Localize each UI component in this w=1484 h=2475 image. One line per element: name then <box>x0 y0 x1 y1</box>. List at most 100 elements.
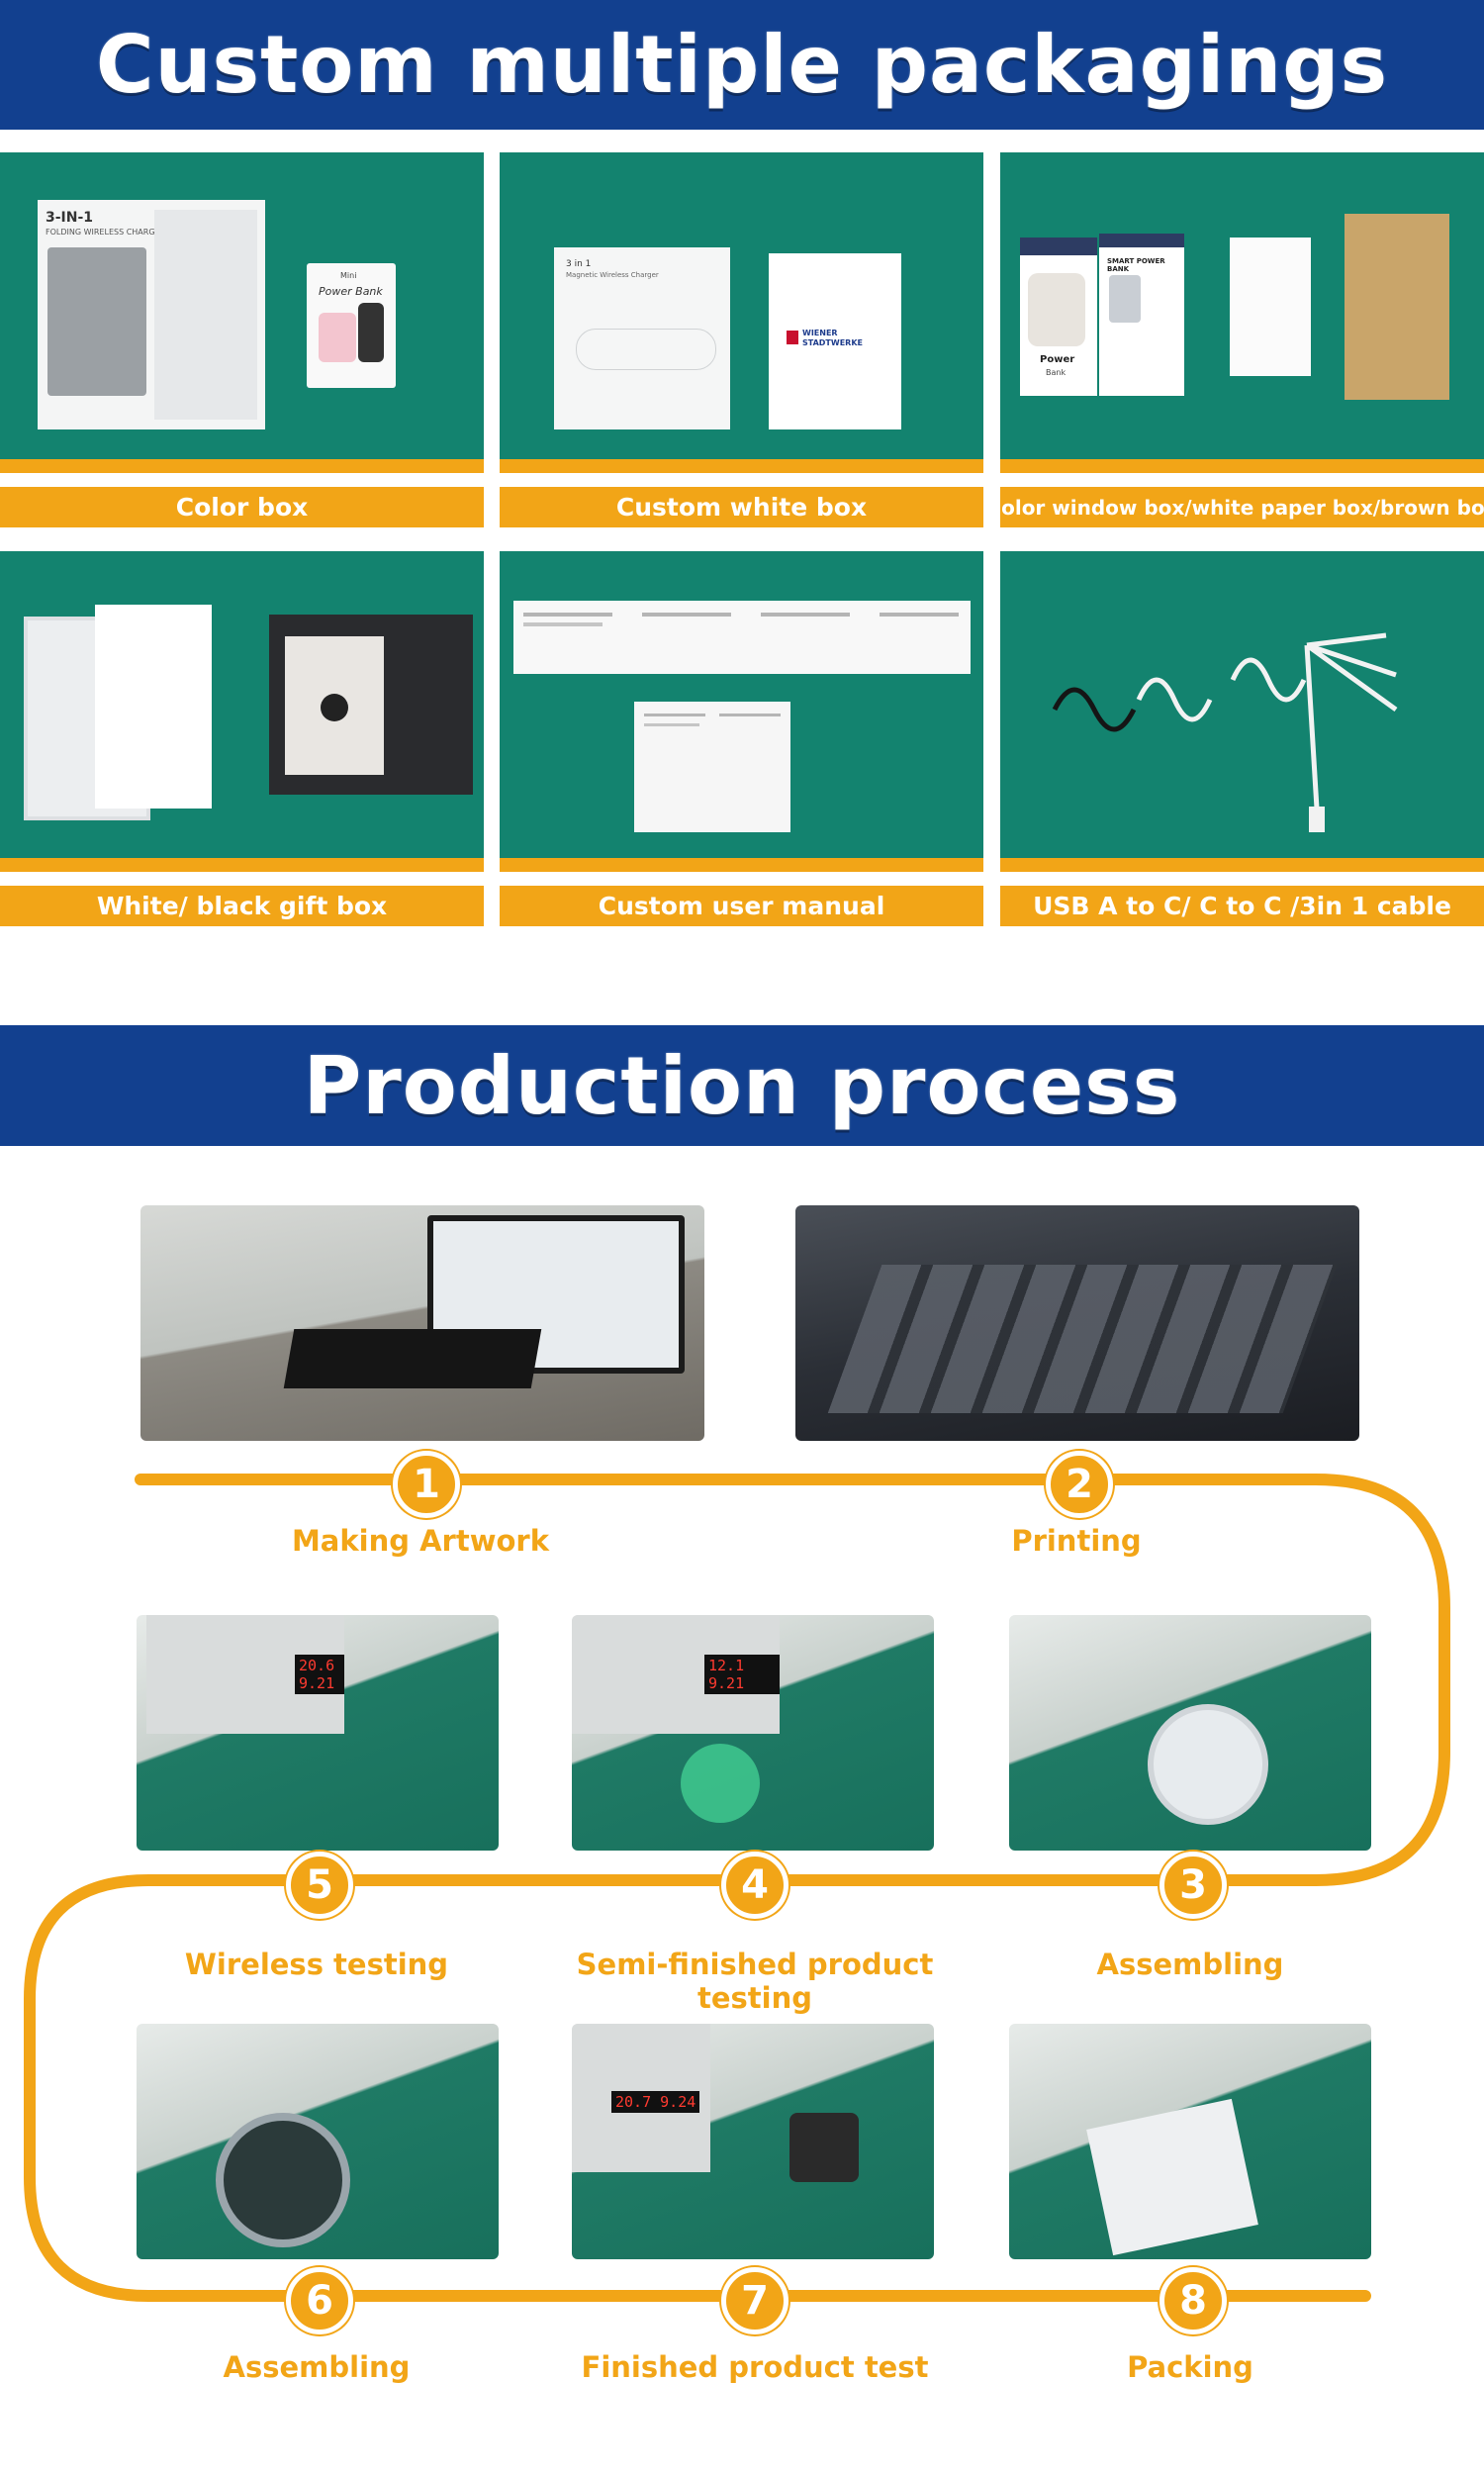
step-1-circle: 1 <box>393 1451 460 1518</box>
folding-charger-text: FOLDING WIRELESS CHARGER <box>46 228 166 237</box>
power-supply-image: 20.6 9.21 <box>146 1615 344 1734</box>
power-bank-device <box>1109 275 1141 323</box>
step-2-label: Printing <box>1011 1524 1142 1558</box>
manual-text-line <box>719 714 781 716</box>
cables-photo <box>1000 551 1484 872</box>
brand-logo-mark <box>787 331 798 344</box>
branded-white-box-image: WIENER STADTWERKE <box>769 253 901 429</box>
test-device-image <box>789 2113 859 2182</box>
white-box-photo: 3 in 1 Magnetic Wireless Charger WIENER … <box>500 152 983 473</box>
step-7-label: Finished product test <box>581 2350 929 2384</box>
manual-text-line <box>761 613 850 617</box>
packaging-banner: Custom multiple packagings <box>0 0 1484 130</box>
step-8-circle: 8 <box>1159 2267 1227 2334</box>
window-box-photo: Power Bank SMART POWER BANK <box>1000 152 1484 473</box>
white-paper-box <box>1230 238 1311 376</box>
printing-tray-image <box>827 1265 1338 1413</box>
production-title: Production process <box>303 1039 1181 1132</box>
production-banner: Production process <box>0 1025 1484 1146</box>
step-7-circle: 7 <box>721 2267 788 2334</box>
meter-current: 9.21 <box>299 1674 335 1692</box>
custom-white-box-label: Custom white box <box>500 487 983 527</box>
meter-current: 9.21 <box>708 1674 745 1692</box>
manual-text-line <box>644 723 699 726</box>
charger-pcb-image <box>681 1744 760 1823</box>
manual-text-line <box>880 613 959 617</box>
manual-text-line <box>642 613 731 617</box>
power-word-text: Power <box>1040 354 1075 365</box>
step-2-circle: 2 <box>1046 1451 1113 1518</box>
three-in-1-small-text: 3 in 1 <box>566 259 592 269</box>
cables-illustration <box>1052 632 1398 832</box>
step-1-label: Making Artwork <box>291 1524 550 1558</box>
mini-text: Mini <box>340 271 357 280</box>
step-5-photo: 20.6 9.21 <box>137 1615 499 1851</box>
smart-power-bank-box: SMART POWER BANK <box>1099 234 1184 396</box>
manual-text-line <box>523 622 603 626</box>
charger-box-image: 3-IN-1 FOLDING WIRELESS CHARGER <box>38 200 265 429</box>
manual-text-line <box>644 714 705 716</box>
user-manual-label: Custom user manual <box>500 886 983 926</box>
step-4-photo: 12.1 9.21 <box>572 1615 934 1851</box>
gift-box-photo <box>0 551 484 872</box>
color-box-photo: 3-IN-1 FOLDING WIRELESS CHARGER Mini Pow… <box>0 152 484 473</box>
step-5-label: Wireless testing <box>184 1948 449 1981</box>
step-5-circle: 5 <box>286 1852 353 1919</box>
folded-manual-image <box>634 702 790 832</box>
insert-cutout <box>321 694 348 721</box>
unfolded-manual-image <box>513 601 971 674</box>
step-2-photo <box>795 1205 1359 1441</box>
power-bank-window <box>1028 273 1085 346</box>
charger-shell-image <box>1148 1704 1268 1825</box>
power-supply-image: 12.1 9.21 <box>572 1615 780 1734</box>
meter-display: 12.1 9.21 <box>704 1655 780 1694</box>
power-bank-window-box: Power Bank <box>1020 238 1097 396</box>
packing-box-image <box>1086 2098 1258 2256</box>
power-supply-image: 20.7 9.24 <box>572 2024 710 2172</box>
step-6-circle: 6 <box>286 2267 353 2334</box>
step-3-photo <box>1009 1615 1371 1851</box>
packaging-title: Custom multiple packagings <box>95 19 1389 111</box>
step-4-circle: 4 <box>721 1852 788 1919</box>
stadtwerke-text: STADTWERKE <box>802 338 863 347</box>
meter-display: 20.7 9.24 <box>611 2091 700 2113</box>
pink-power-bank <box>319 313 356 362</box>
step-1-photo <box>140 1205 704 1441</box>
charger-assembly-image <box>216 2113 350 2247</box>
meter-current: 9.24 <box>660 2093 696 2111</box>
cable-label: USB A to C/ C to C /3in 1 cable <box>1000 886 1484 926</box>
step-6-photo <box>137 2024 499 2259</box>
manual-text-line <box>523 613 612 617</box>
gift-box-label: White/ black gift box <box>0 886 484 926</box>
window-box-label: Color window box/white paper box/brown b… <box>1000 487 1484 527</box>
charger-illustration <box>47 247 146 396</box>
user-manual-photo <box>500 551 983 872</box>
white-charger-box-image: 3 in 1 Magnetic Wireless Charger <box>554 247 730 429</box>
step-4-label: Semi-finished product testing <box>576 1948 934 2015</box>
white-lid-image <box>95 605 212 809</box>
three-in-one-text: 3-IN-1 <box>46 210 94 226</box>
step-8-label: Packing <box>1127 2350 1253 2384</box>
meter-voltage: 12.1 <box>708 1657 745 1674</box>
step-3-label: Assembling <box>1096 1948 1284 1981</box>
black-power-bank <box>358 303 384 362</box>
keyboard-image <box>283 1329 542 1388</box>
meter-display: 20.6 9.21 <box>295 1655 344 1694</box>
step-6-label: Assembling <box>223 2350 411 2384</box>
black-gift-box-image <box>269 615 473 795</box>
smart-power-bank-text: SMART POWER BANK <box>1107 257 1165 273</box>
brown-box <box>1345 214 1449 400</box>
power-bank-box-image: Mini Power Bank <box>307 263 396 388</box>
wiener-text: WIENER <box>802 329 838 337</box>
meter-voltage: 20.7 <box>615 2093 652 2111</box>
step-3-circle: 3 <box>1159 1852 1227 1919</box>
power-bank-script-text: Power Bank <box>319 285 383 298</box>
meter-voltage: 20.6 <box>299 1657 335 1674</box>
triple-charger-outline <box>576 329 716 370</box>
box-side-panel <box>154 210 257 420</box>
color-box-label: Color box <box>0 487 484 527</box>
bank-word-text: Bank <box>1046 368 1067 377</box>
step-8-photo <box>1009 2024 1371 2259</box>
step-7-photo: 20.7 9.24 <box>572 2024 934 2259</box>
